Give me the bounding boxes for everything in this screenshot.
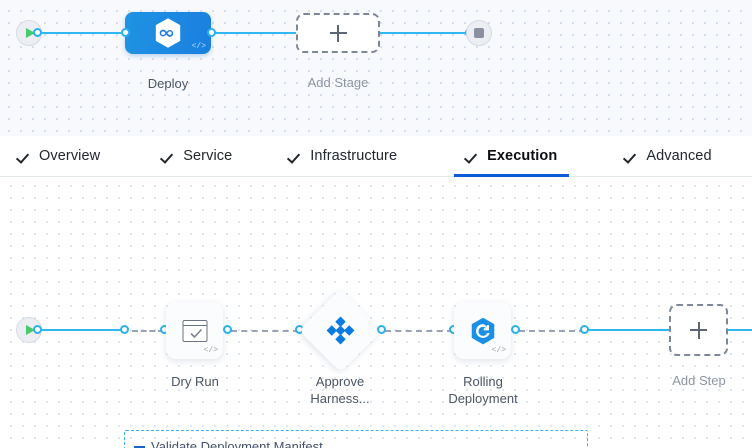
tab-infrastructure-label: Infrastructure	[310, 148, 398, 164]
plus-icon	[329, 24, 347, 42]
step-link-start-group	[36, 329, 128, 331]
port-deploy-out[interactable]	[207, 28, 216, 37]
stage-label-deploy: Deploy	[147, 76, 189, 91]
tab-service-label: Service	[183, 148, 233, 164]
step-group-validate-deployment-manifest[interactable]	[124, 430, 588, 448]
step-code-glyph: </>	[203, 346, 218, 355]
plus-icon	[690, 321, 707, 339]
play-icon	[26, 28, 35, 38]
step-link-addstep-out	[727, 329, 752, 331]
harness-infinity-hexagon-icon	[155, 18, 181, 48]
port-group-out[interactable]	[580, 325, 589, 334]
step-node-dry-run[interactable]: </>	[166, 302, 223, 359]
add-step-button[interactable]	[669, 304, 728, 356]
check-icon	[162, 150, 175, 163]
port-start-out[interactable]	[33, 28, 42, 37]
check-icon	[18, 150, 31, 163]
tab-overview-label: Overview	[39, 148, 101, 164]
tab-advanced-label: Advanced	[646, 148, 712, 164]
step-link-group-dryrun	[132, 330, 164, 332]
pipeline-end-node[interactable]	[466, 20, 492, 46]
check-icon	[289, 150, 302, 163]
execution-canvas[interactable]: Validate Deployment Manifest </>	[0, 177, 752, 448]
checklist-box-icon	[182, 319, 207, 342]
step-link-group-addstep	[588, 329, 670, 331]
stage-link-deploy-addstage	[207, 32, 302, 34]
stage-node-deploy[interactable]: </>	[125, 12, 211, 54]
stage-link-start-deploy	[36, 32, 130, 34]
tab-advanced[interactable]: Advanced	[623, 136, 713, 177]
step-link-dryrun-approve	[231, 330, 299, 332]
port-group-in[interactable]	[120, 325, 129, 334]
step-label-rolling-deployment: Rolling Deployment	[448, 374, 518, 406]
stage-link-addstage-end	[376, 32, 469, 34]
stage-tab-bar[interactable]: Overview Service Infrastructure Executio…	[0, 136, 752, 177]
step-group-header[interactable]: Validate Deployment Manifest	[134, 439, 323, 448]
minus-icon[interactable]	[134, 445, 145, 448]
rolling-refresh-hexagon-icon	[471, 317, 494, 344]
step-node-rolling-deployment[interactable]: </>	[454, 302, 511, 359]
stage-canvas[interactable]: </> Deploy Add Stage	[0, 0, 752, 136]
port-exec-start-out[interactable]	[33, 325, 42, 334]
add-step-label: Add Step	[672, 373, 726, 388]
port-rolling-out[interactable]	[511, 325, 520, 334]
tab-overview[interactable]: Overview	[16, 136, 102, 177]
port-deploy-in[interactable]	[121, 28, 130, 37]
stage-code-glyph: </>	[191, 42, 206, 51]
harness-approval-icon	[326, 316, 355, 345]
check-icon	[466, 150, 479, 163]
tab-service[interactable]: Service	[160, 136, 234, 177]
add-stage-button[interactable]	[296, 13, 380, 53]
stop-icon	[474, 28, 484, 38]
port-dryrun-out[interactable]	[223, 325, 232, 334]
tab-infrastructure[interactable]: Infrastructure	[287, 136, 399, 177]
step-group-title: Validate Deployment Manifest	[151, 439, 323, 448]
play-icon	[26, 325, 35, 335]
tab-execution[interactable]: Execution	[454, 136, 570, 177]
add-stage-label: Add Stage	[307, 75, 369, 90]
step-code-glyph: </>	[491, 346, 506, 355]
step-label-dry-run: Dry Run	[171, 374, 219, 389]
tab-execution-label: Execution	[487, 148, 558, 164]
check-icon	[625, 150, 638, 163]
step-label-approve-harness: Approve Harness...	[310, 374, 370, 406]
step-link-rolling-groupend	[519, 330, 585, 332]
port-approve-out[interactable]	[377, 325, 386, 334]
step-link-approve-rolling	[385, 330, 453, 332]
